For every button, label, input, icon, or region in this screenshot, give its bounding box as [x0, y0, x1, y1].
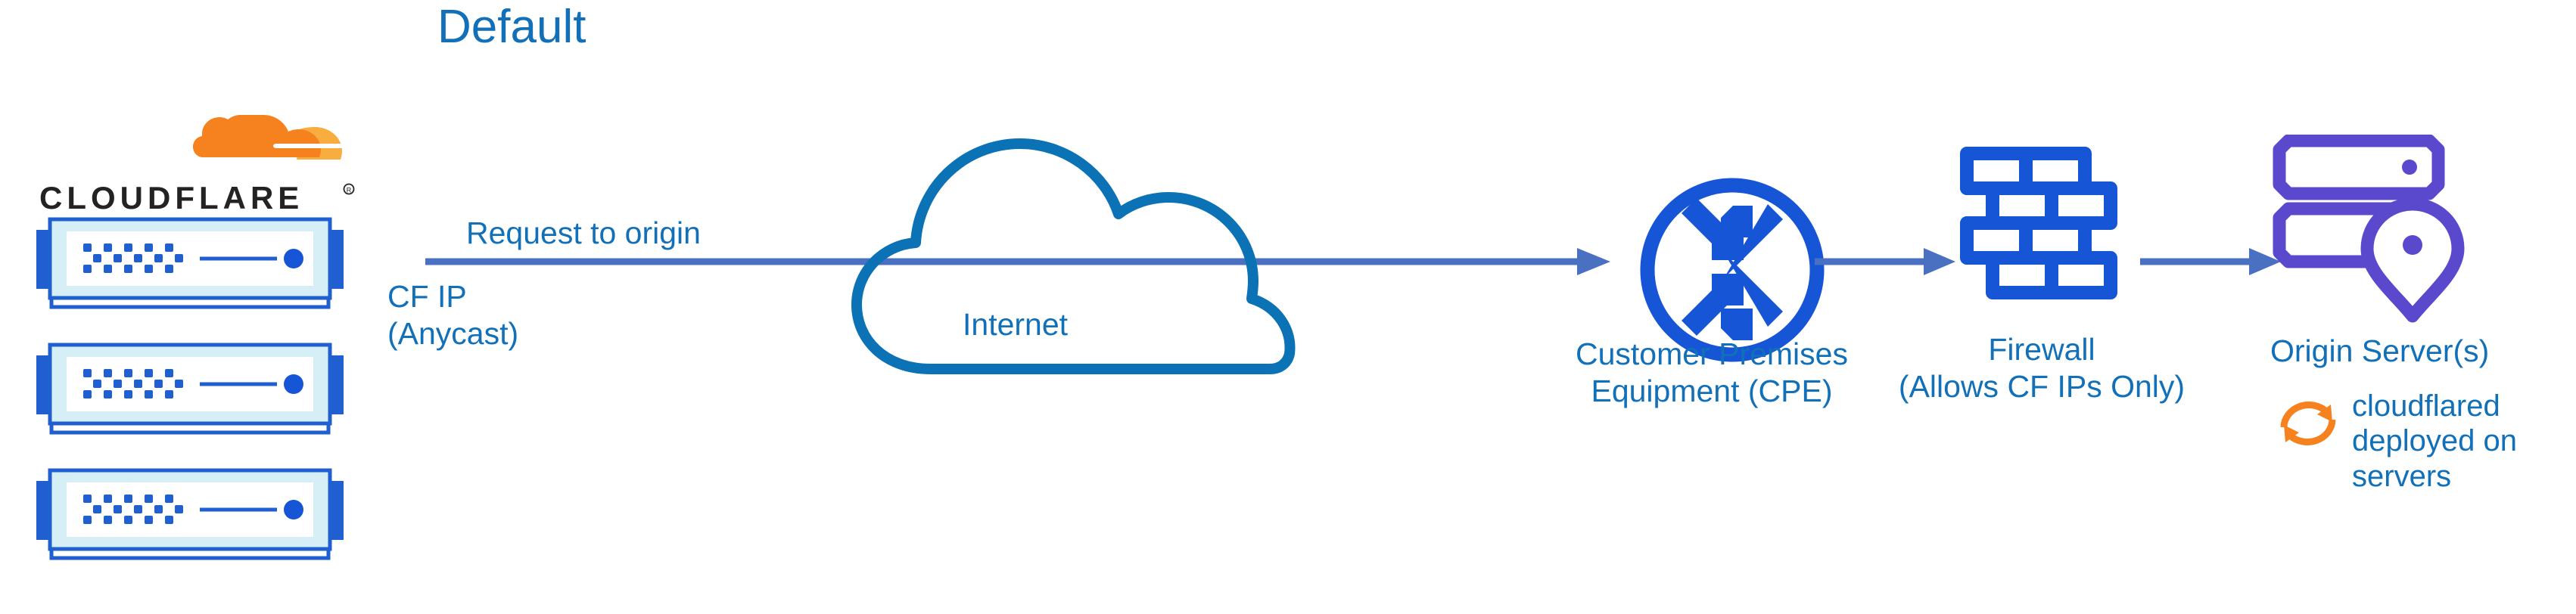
node-label-cpe: Customer Premises Equipment (CPE) [1576, 336, 1848, 409]
annotation-cloudflared-deployed: cloudflared deployed on servers [2352, 389, 2517, 493]
cloudflare-edge-server-1 [32, 213, 350, 319]
cloudflare-wordmark: CLOUDFLARE R [39, 180, 357, 216]
connector-edge-to-cpe [424, 240, 1612, 283]
router-icon [1633, 171, 1831, 369]
cloudflare-edge-server-3 [32, 464, 350, 570]
sync-arrows-icon [2270, 386, 2346, 461]
cloudflare-logo: CLOUDFLARE R [39, 106, 357, 219]
node-label-firewall: Firewall (Allows CF IPs Only) [1898, 332, 2186, 405]
wordmark-text: CLOUDFLARE [39, 180, 303, 215]
svg-text:R: R [347, 187, 352, 194]
connector-label-request-to-origin: Request to origin [466, 216, 701, 250]
cloud-outline-icon [846, 112, 1300, 377]
connector-firewall-to-origin [2139, 240, 2282, 283]
connector-cpe-to-firewall [1813, 240, 1957, 283]
connector-label-cf-ip: CF IP (Anycast) [387, 279, 519, 352]
server-rack-pin-icon [2272, 134, 2479, 324]
node-label-origin-server: Origin Server(s) [2270, 333, 2490, 368]
node-label-internet: Internet [963, 307, 1069, 342]
page-title: Default [437, 1, 586, 53]
cloudflare-cloud-logo-icon [188, 106, 359, 175]
cloudflare-edge-server-2 [32, 339, 350, 445]
brick-wall-icon [1958, 145, 2119, 321]
